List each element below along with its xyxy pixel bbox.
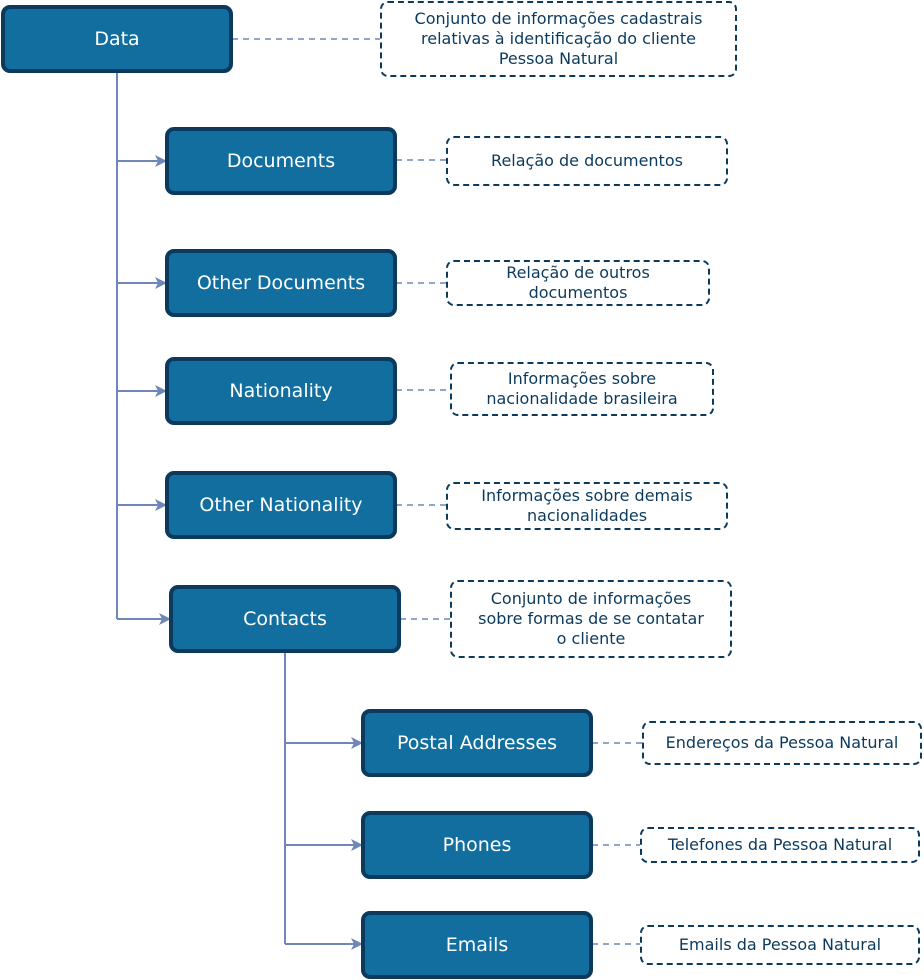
note-emails: Emails da Pessoa Natural <box>640 925 920 965</box>
node-emails[interactable]: Emails <box>361 911 593 979</box>
node-nationality[interactable]: Nationality <box>165 357 397 425</box>
note-postal-addresses: Endereços da Pessoa Natural <box>642 721 922 765</box>
node-documents-label: Documents <box>226 150 336 172</box>
node-phones-label: Phones <box>442 834 512 856</box>
node-other-nationality-label: Other Nationality <box>199 494 363 516</box>
note-contacts: Conjunto de informações sobre formas de … <box>450 580 732 658</box>
node-other-documents[interactable]: Other Documents <box>165 249 397 317</box>
node-contacts[interactable]: Contacts <box>169 585 401 653</box>
node-postal-addresses[interactable]: Postal Addresses <box>361 709 593 777</box>
note-phones: Telefones da Pessoa Natural <box>640 827 920 863</box>
note-other-documents: Relação de outros documentos <box>446 260 710 306</box>
node-data[interactable]: Data <box>1 5 233 73</box>
node-nationality-label: Nationality <box>229 380 333 402</box>
node-other-nationality[interactable]: Other Nationality <box>165 471 397 539</box>
node-documents[interactable]: Documents <box>165 127 397 195</box>
note-documents: Relação de documentos <box>446 136 728 186</box>
node-phones[interactable]: Phones <box>361 811 593 879</box>
node-emails-label: Emails <box>445 934 509 956</box>
note-data: Conjunto de informações cadastrais relat… <box>380 1 737 77</box>
node-postal-addresses-label: Postal Addresses <box>397 732 557 754</box>
node-data-label: Data <box>94 28 140 50</box>
note-nationality: Informações sobre nacionalidade brasilei… <box>450 362 714 416</box>
note-other-nationality: Informações sobre demais nacionalidades <box>446 482 728 530</box>
node-other-documents-label: Other Documents <box>196 272 366 294</box>
node-contacts-label: Contacts <box>243 608 327 630</box>
